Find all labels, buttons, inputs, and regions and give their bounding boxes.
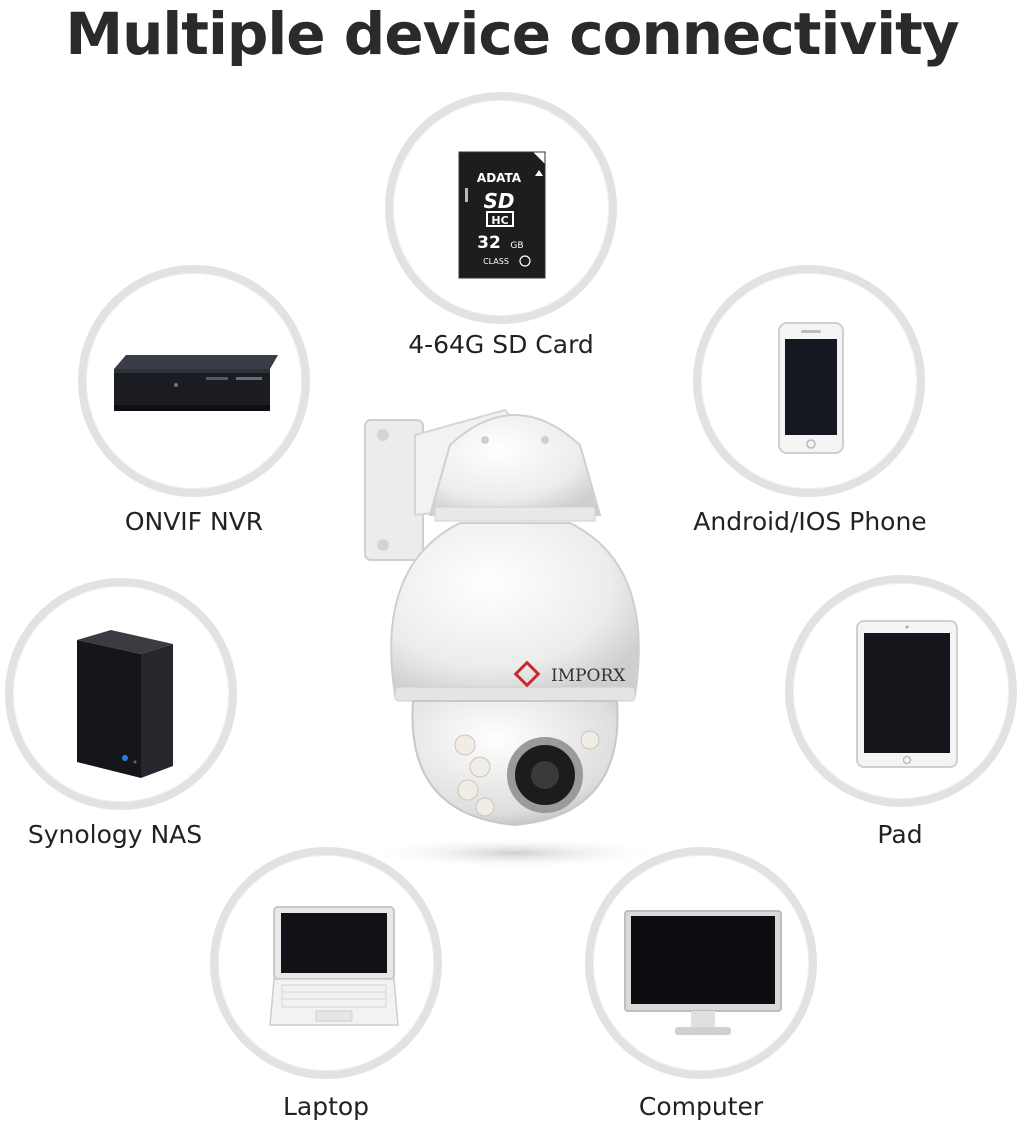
sd-capacity: 32 <box>477 233 501 253</box>
device-circle-sd-card: ADATA SD HC 32 GB CLASS <box>385 92 617 324</box>
nvr-recorder-icon <box>114 355 278 411</box>
smartphone-icon <box>778 322 844 454</box>
label-laptop: Laptop <box>282 1092 370 1121</box>
page-title: Multiple device connectivity <box>65 0 959 68</box>
label-nas: Synology NAS <box>27 820 203 849</box>
tablet-icon <box>856 620 958 768</box>
ptz-dome-camera-icon: IMPORX <box>364 408 665 869</box>
label-pad: Pad <box>877 820 923 849</box>
camera-brand: IMPORX <box>551 666 626 686</box>
sd-card-icon: ADATA SD HC 32 GB CLASS <box>458 151 546 279</box>
sd-brand: ADATA <box>477 171 522 185</box>
svg-text:HC: HC <box>491 214 508 227</box>
label-sd-card: 4-64G SD Card <box>408 330 594 359</box>
label-computer: Computer <box>638 1092 764 1121</box>
svg-text:SD: SD <box>483 189 514 213</box>
sd-class: CLASS <box>483 257 509 266</box>
device-circle-nvr <box>78 265 310 497</box>
device-circle-pad <box>785 575 1017 807</box>
device-circle-laptop <box>210 847 442 1079</box>
device-circle-computer <box>585 847 817 1079</box>
label-nvr: ONVIF NVR <box>124 507 264 536</box>
sd-unit: GB <box>510 241 523 251</box>
device-circle-phone <box>693 265 925 497</box>
laptop-icon <box>269 906 399 1026</box>
nas-server-icon <box>77 630 173 778</box>
label-phone: Android/IOS Phone <box>693 507 927 536</box>
monitor-icon <box>624 910 782 1035</box>
device-circle-nas <box>5 578 237 810</box>
